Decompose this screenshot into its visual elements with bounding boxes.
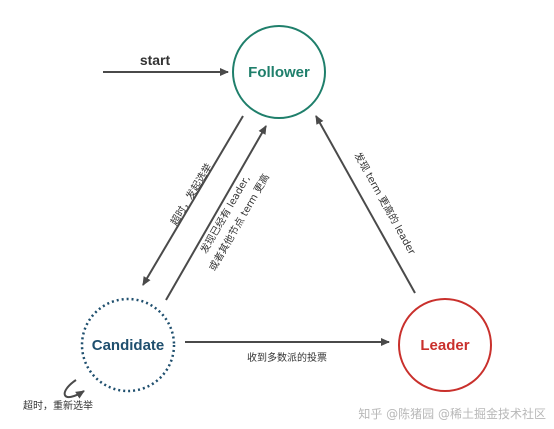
start-label: start xyxy=(140,52,171,68)
candidate-node: Candidate xyxy=(80,297,176,393)
candidate-self-loop-arrow xyxy=(63,379,85,399)
timeout-start-election-label: 超时，发起选举 xyxy=(167,161,214,228)
leader-node: Leader xyxy=(398,298,492,392)
leader-label: Leader xyxy=(420,337,469,354)
timeout-reelect-label: 超时，重新选举 xyxy=(23,399,93,412)
leader-circle xyxy=(398,298,492,392)
watermark-text: 知乎 @陈猪园 @稀土掘金技术社区 xyxy=(358,406,546,421)
candidate-circle xyxy=(80,297,176,393)
follower-label: Follower xyxy=(248,64,310,81)
majority-votes-label: 收到多数派的投票 xyxy=(247,351,327,364)
follower-to-candidate-arrow xyxy=(142,115,244,286)
follower-circle xyxy=(232,25,326,119)
candidate-label: Candidate xyxy=(92,337,165,354)
follower-node: Follower xyxy=(232,25,326,119)
leader-to-follower-arrow xyxy=(315,115,416,294)
candidate-to-follower-arrow xyxy=(165,125,267,301)
